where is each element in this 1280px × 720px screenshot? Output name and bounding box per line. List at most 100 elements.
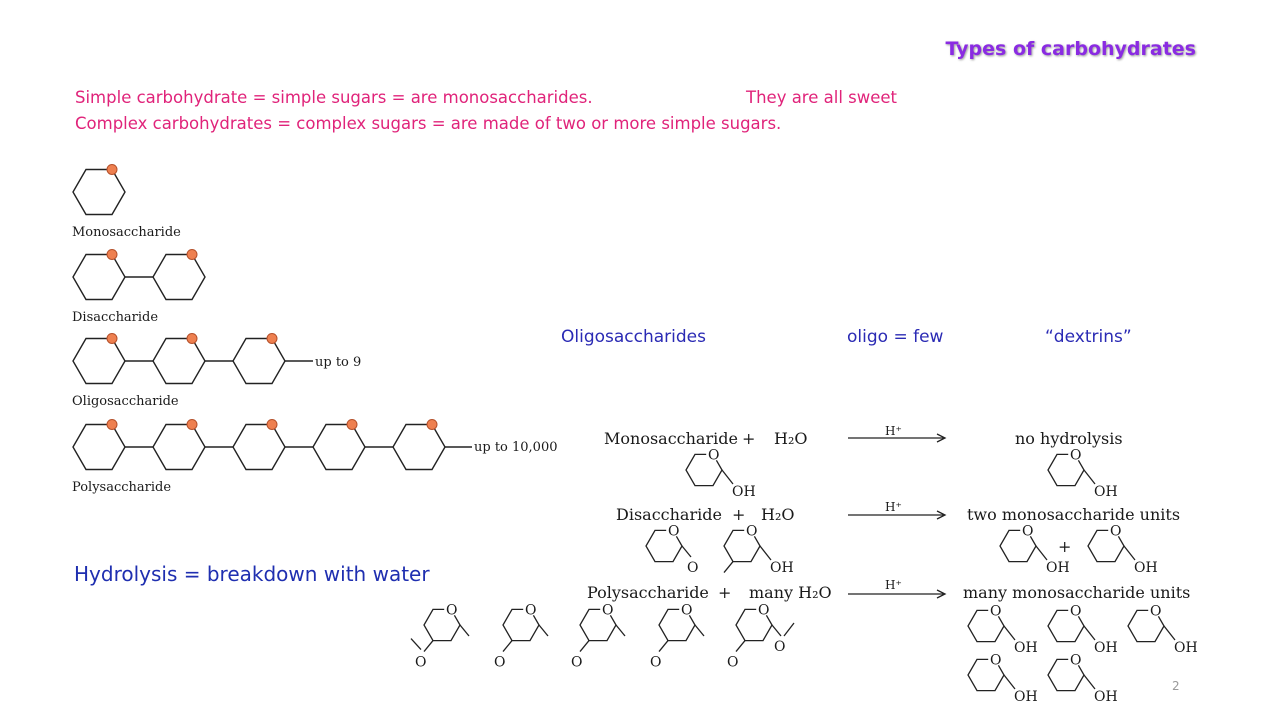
water-formula: H₂O (774, 429, 807, 448)
bridging-oxygen-label: O (727, 655, 738, 671)
bridging-oxygen-label: O (571, 655, 582, 671)
glycosidic-bond (615, 624, 626, 637)
glycosidic-bond (538, 624, 549, 637)
glycosidic-bond (579, 640, 590, 653)
hydroxyl-label: OH (1094, 640, 1118, 656)
arrowhead (936, 510, 947, 520)
polysaccharide-ring: O (502, 602, 540, 642)
substituent-ball (266, 332, 278, 344)
plus-sign: + (732, 505, 745, 524)
substituent-ball (106, 418, 118, 430)
bridging-oxygen-label: O (494, 655, 505, 671)
glycosidic-bond (771, 624, 782, 637)
ring-oxygen-label: O (446, 602, 457, 618)
hydroxyl-bond (1035, 545, 1048, 561)
hydroxyl-label: OH (1094, 484, 1118, 500)
ring-oxygen-label: O (758, 602, 769, 618)
hydroxyl-bond (1163, 625, 1176, 641)
disaccharide-ring-2: OOH (723, 523, 794, 576)
product-ring: OOH (999, 523, 1070, 576)
hydroxyl-label: OH (1014, 689, 1038, 705)
plus-sign: + (718, 583, 731, 602)
hydroxyl-label: OH (1174, 640, 1198, 656)
polysaccharide-ring: O (735, 602, 773, 642)
ring-oxygen-label: O (668, 523, 679, 539)
substituent-ball (346, 418, 358, 430)
label-oligosaccharide: Oligosaccharide (72, 394, 179, 409)
hydroxyl-bond (1083, 469, 1096, 485)
note-up-to-9: up to 9 (315, 355, 361, 370)
sugar-ring-hexagon (232, 423, 286, 471)
product-ring: OOH (967, 652, 1038, 705)
product-ring: OOH (1047, 652, 1118, 705)
catalyst-label: H⁺ (885, 424, 902, 438)
hydroxyl-bond (1003, 625, 1016, 641)
chain-continuation-line (410, 638, 422, 651)
product-ring: O OH (1127, 603, 1198, 656)
sugar-ring-hexagon (152, 253, 206, 301)
ring-oxygen-label: O (602, 602, 613, 618)
substituent-ball (186, 418, 198, 430)
hydroxyl-bond (721, 469, 734, 485)
glycosidic-bond (735, 640, 746, 653)
glycosidic-bond (502, 640, 513, 653)
hydroxyl-label: OH (1014, 640, 1038, 656)
substituent-ball (106, 332, 118, 344)
intro-line-1: Simple carbohydrate = simple sugars = ar… (75, 88, 593, 107)
ring-oxygen-label: O (990, 603, 1001, 619)
substituent-ball (426, 418, 438, 430)
glycosidic-bond (459, 624, 470, 637)
glycosidic-bond (694, 624, 705, 637)
glycosidic-bond (681, 545, 692, 558)
ring-oxygen-label: O (1022, 523, 1033, 539)
substituent-ball (106, 163, 118, 175)
product-ring: OOH (1087, 523, 1158, 576)
monosaccharide-ring: OOH (685, 447, 756, 500)
plus-sign: + (1058, 537, 1071, 556)
hydroxyl-bond (759, 545, 772, 561)
ring-oxygen-label: O (1070, 603, 1081, 619)
hydroxyl-bond (1083, 674, 1096, 690)
ring-oxygen-label: O (1150, 603, 1161, 619)
note-up-to-10000: up to 10,000 (474, 440, 558, 455)
ring-oxygen-label: O (1070, 447, 1081, 463)
slide-title: Types of carbohydrates (945, 38, 1196, 60)
sugar-ring-hexagon (392, 423, 446, 471)
sugar-ring-hexagon (152, 423, 206, 471)
bridging-oxygen-label: O (687, 560, 698, 576)
catalyst-label: H⁺ (885, 578, 902, 592)
arrowhead (936, 589, 947, 599)
label-polysaccharide: Polysaccharide (72, 480, 171, 495)
hydroxyl-label: OH (770, 560, 794, 576)
arrowhead (936, 433, 947, 443)
polysaccharide-ring: O (579, 602, 617, 642)
product-no-hydrolysis: no hydrolysis (1015, 429, 1123, 448)
product-many-units: many monosaccharide units (963, 583, 1190, 602)
sugar-ring-hexagon (232, 337, 286, 385)
sugar-ring-hexagon (312, 423, 366, 471)
catalyst-label: H⁺ (885, 500, 902, 514)
hydroxyl-bond (1083, 625, 1096, 641)
product-ring: O OH (967, 603, 1038, 656)
label-monosaccharide: Monosaccharide (72, 225, 181, 240)
bridging-oxygen-label: O (415, 655, 426, 671)
reactant-polysaccharide: Polysaccharide (587, 583, 709, 602)
bridging-oxygen-label: O (650, 655, 661, 671)
ring-oxygen-label: O (708, 447, 719, 463)
product-ring: O OH (1047, 603, 1118, 656)
substituent-ball (266, 418, 278, 430)
glycosidic-bond (723, 561, 734, 574)
chain-continuation-line (783, 622, 795, 637)
sugar-ring-hexagon (152, 337, 206, 385)
glycosidic-bond (423, 640, 434, 653)
disaccharide-ring-1: O (645, 523, 683, 563)
substituent-ball (106, 248, 118, 260)
oligo-term: Oligosaccharides (561, 327, 706, 347)
sugar-ring-hexagon (72, 253, 126, 301)
plus-sign: + (742, 429, 755, 448)
oligo-alias: “dextrins” (1045, 327, 1132, 347)
glycosidic-bond (658, 640, 669, 653)
intro-line-2: Complex carbohydrates = complex sugars =… (75, 114, 782, 133)
